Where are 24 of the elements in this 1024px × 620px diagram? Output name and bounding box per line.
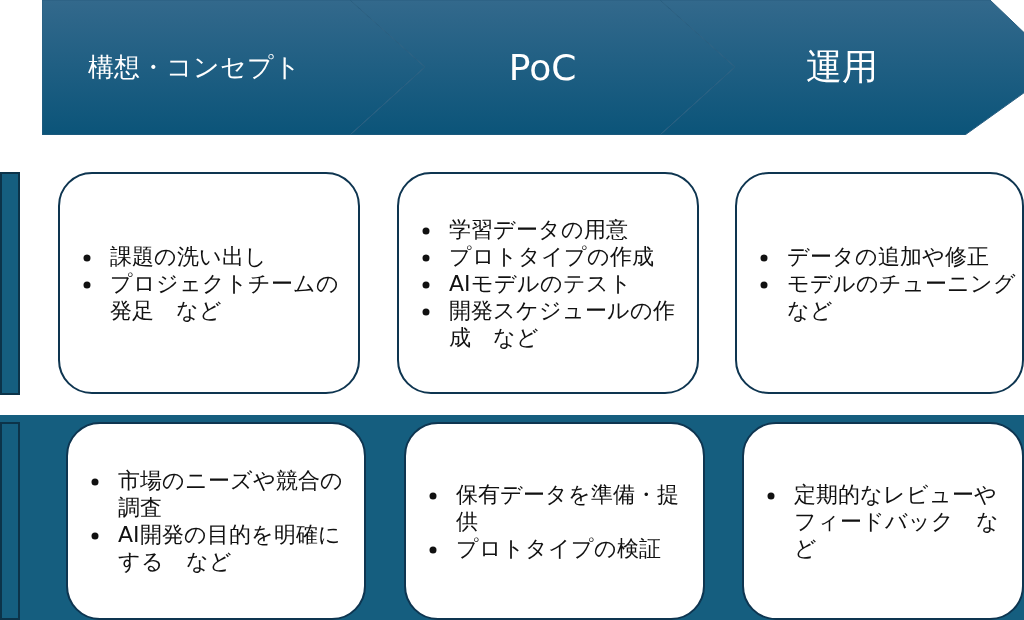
bullet-item: モデルのチューニングなど xyxy=(787,270,1016,323)
bullet-item: 保有データを準備・提供 xyxy=(456,481,679,534)
task-card xyxy=(735,172,1024,394)
bullet-item: 学習データの用意 xyxy=(449,216,628,242)
task-card xyxy=(58,172,360,394)
bullet-item: 定期的なレビューやフィードバック など xyxy=(794,481,999,561)
bullet-item: プロトタイプの作成 xyxy=(449,243,654,269)
row-background xyxy=(0,415,1024,620)
bullet-item: AI開発の目的を明確にする など xyxy=(118,522,341,574)
bullet-item: プロジェクトチームの発足 など xyxy=(110,270,339,323)
bullet-item: 課題の洗い出し xyxy=(110,243,267,269)
bullet-item: プロトタイプの検証 xyxy=(456,535,661,561)
bullet-item: データの追加や修正 xyxy=(787,243,989,269)
bullet-item: 開発スケジュールの作成 など xyxy=(449,297,675,350)
row-label-box xyxy=(0,172,20,395)
bullet-item: 市場のニーズや競合の調査 xyxy=(118,468,343,520)
task-card xyxy=(397,172,699,394)
row-label-box xyxy=(0,422,20,620)
step-title: 運用 xyxy=(806,45,878,89)
task-card xyxy=(66,422,366,620)
bullet-item: AIモデルのテスト xyxy=(449,270,632,296)
step-title: PoC xyxy=(508,47,577,88)
task-card xyxy=(404,422,705,620)
task-card xyxy=(742,422,1024,620)
